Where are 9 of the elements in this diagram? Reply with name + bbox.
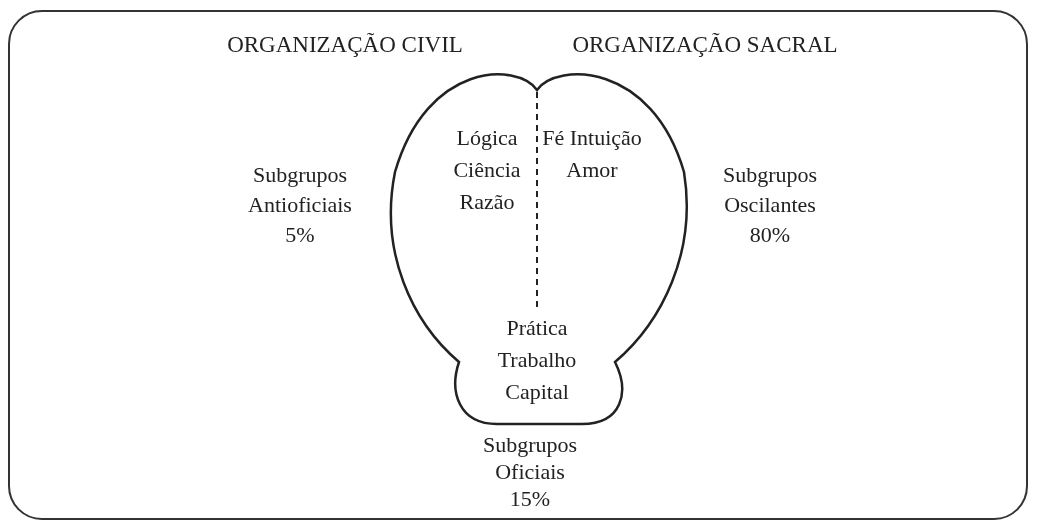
heading: ORGANIZAÇÃO SACRAL bbox=[571, 31, 839, 59]
concept-list: Fé Intuição Amor bbox=[542, 122, 642, 186]
heading: ORGANIZAÇÃO CIVIL bbox=[226, 31, 464, 59]
group-label: Subgrupos Oscilantes 80% bbox=[721, 161, 819, 249]
group-label: Subgrupos Antioficiais 5% bbox=[247, 161, 353, 249]
group-label: Subgrupos Oficiais 15% bbox=[481, 431, 579, 512]
concept-list: Prática Trabalho Capital bbox=[482, 312, 592, 408]
concept-list: Lógica Ciência Razão bbox=[437, 122, 537, 218]
frame-box bbox=[8, 10, 1028, 520]
